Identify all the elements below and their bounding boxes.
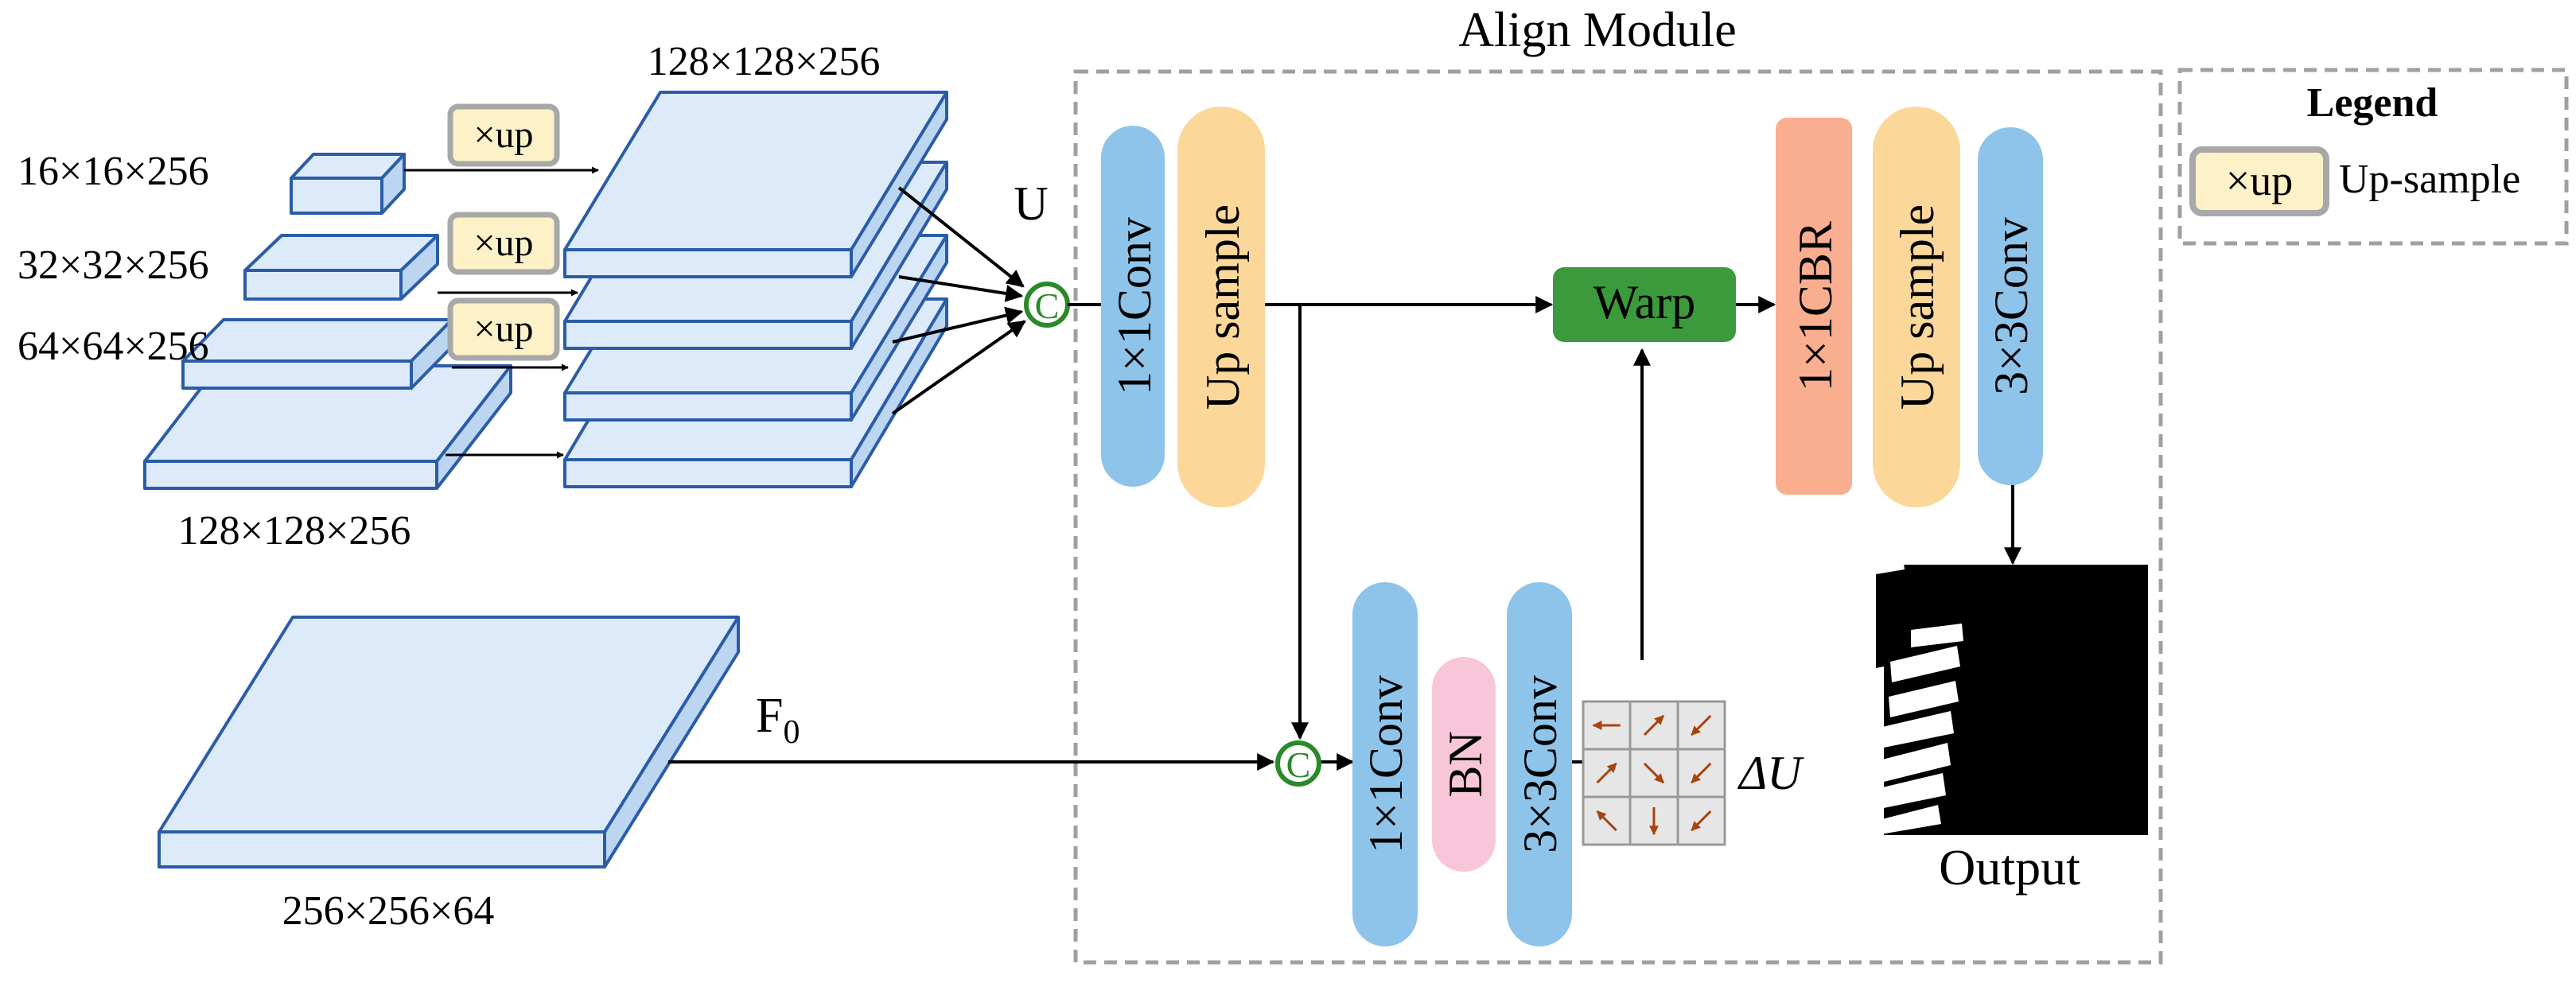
- upsample-badge-1: [447, 103, 560, 167]
- delta-u-label: ΔU: [1737, 747, 1804, 799]
- flow-arrow-4: [1596, 762, 1617, 784]
- feature-map-f0: [158, 616, 740, 868]
- output-image: [1876, 557, 2148, 835]
- conv1x1-bottom-block: [1352, 582, 1418, 946]
- legend-title: Legend: [2307, 80, 2438, 126]
- pyramid-to-upsampled-arrows: [404, 166, 599, 459]
- concat-bottom-symbol: C: [1286, 744, 1311, 785]
- conv3x3-bottom-label: 3×3Conv: [1514, 675, 1566, 853]
- conv3x3-bottom-block: [1507, 582, 1572, 946]
- upsample-top-block: [1177, 107, 1265, 507]
- flow-arrow-3: [1691, 714, 1712, 736]
- u-label: U: [1014, 177, 1048, 230]
- output-label: Output: [1939, 839, 2080, 896]
- feature-map-16: [290, 153, 406, 215]
- flow-arrow-9: [1691, 810, 1712, 832]
- align-module-title: Align Module: [1458, 3, 1737, 57]
- size-label-32: 32×32×256: [18, 243, 209, 288]
- f0-label: F0: [756, 689, 800, 751]
- cbr-block: [1776, 118, 1852, 495]
- flow-arrow-7: [1596, 810, 1617, 832]
- concat-u-symbol: C: [1035, 286, 1060, 326]
- upsample-badges: ×up ×up ×up: [447, 103, 560, 361]
- warp-label: Warp: [1593, 276, 1695, 328]
- flow-arrows: [1592, 714, 1712, 836]
- legend-upsample-label: Up-sample: [2339, 157, 2520, 202]
- flow-lines: [1068, 296, 2021, 771]
- conv1x1-bottom-label: 1×1Conv: [1360, 675, 1412, 853]
- pyramid-stack: [143, 153, 512, 490]
- upsample-badge-1-text: ×up: [473, 114, 533, 156]
- align-module-box: [1073, 69, 2163, 965]
- upsample-right-label: Up sample: [1891, 204, 1944, 410]
- warp-block: [1553, 267, 1736, 342]
- legend: Legend ×up Up-sample: [2177, 68, 2569, 246]
- flow-arrow-2: [1643, 714, 1665, 736]
- upsample-top-label: Up sample: [1197, 204, 1249, 410]
- stack-to-concat-arrows: [891, 186, 1026, 415]
- upsample-badge-3-text: ×up: [473, 308, 533, 350]
- size-label-f0: 256×256×64: [282, 888, 495, 934]
- upsample-badge-3: [447, 297, 560, 361]
- legend-upsample-badge: [2189, 146, 2329, 216]
- feature-map-64: [181, 318, 453, 390]
- conv3x3-right-block: [1978, 127, 2043, 485]
- legend-badge-text: ×up: [2226, 157, 2293, 204]
- conv1x1-top-block: [1101, 126, 1165, 487]
- cbr-label: 1×1CBR: [1789, 221, 1842, 391]
- upsample-right-block: [1873, 107, 1960, 507]
- bn-label: BN: [1439, 731, 1492, 797]
- conv3x3-right-label: 3×3Conv: [1985, 217, 2037, 395]
- upsampled-map-1: [563, 91, 948, 278]
- upsample-badge-2: [447, 212, 560, 275]
- size-label-16: 16×16×256: [18, 149, 209, 194]
- concat-bottom: C: [1275, 740, 1321, 787]
- legend-box: [2177, 68, 2569, 246]
- flow-arrow-6: [1691, 762, 1712, 784]
- conv1x1-top-label: 1×1Conv: [1108, 217, 1161, 395]
- concat-u: C: [1024, 282, 1070, 328]
- bn-block: [1432, 657, 1496, 872]
- upsampled-stack: [563, 91, 948, 488]
- upsample-badge-2-text: ×up: [473, 222, 533, 264]
- size-label-top: 128×128×256: [648, 39, 881, 84]
- feature-map-32: [243, 234, 439, 301]
- size-label-128: 128×128×256: [178, 508, 411, 554]
- flow-field-grid: [1582, 700, 1726, 846]
- size-label-64: 64×64×256: [18, 324, 209, 369]
- flow-arrow-5: [1643, 762, 1665, 784]
